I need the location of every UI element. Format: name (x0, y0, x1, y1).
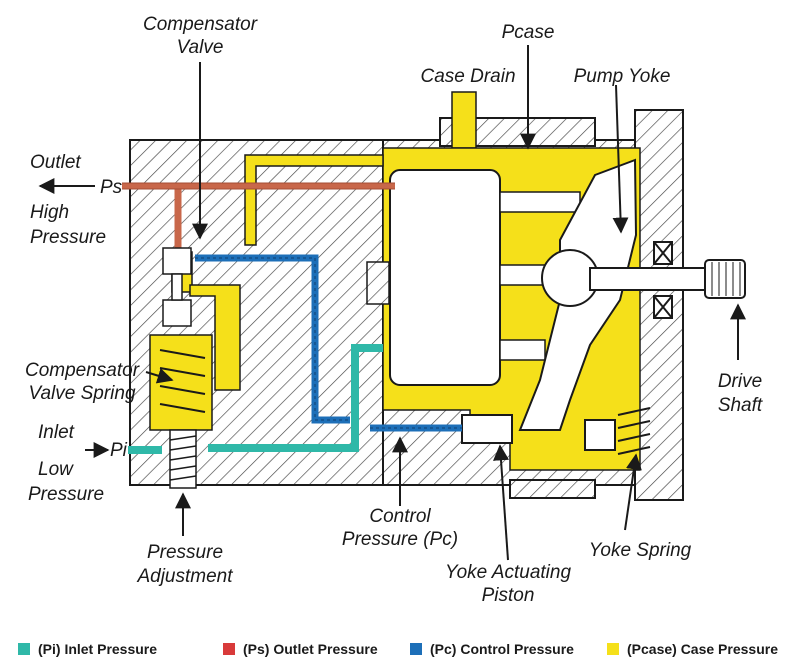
legend-item-inlet: (Pi) Inlet Pressure (18, 641, 157, 657)
label-pressure-high: Pressure (30, 227, 106, 248)
label-pump-yoke: Pump Yoke (574, 66, 671, 87)
label-compensator-spring-2: Valve Spring (28, 383, 135, 404)
label-low: Low (38, 459, 74, 480)
legend-swatch-inlet (18, 643, 30, 655)
label-compensator-valve-2: Valve (177, 37, 224, 58)
yoke-actuating-piston (461, 414, 513, 444)
compensator-valve-spool (162, 247, 192, 327)
legend-label-outlet: (Ps) Outlet Pressure (243, 641, 378, 657)
legend-swatch-control (410, 643, 422, 655)
legend: (Pi) Inlet Pressure (Ps) Outlet Pressure… (18, 641, 778, 657)
legend-label-control: (Pc) Control Pressure (430, 641, 574, 657)
valve-plate-plug (366, 261, 390, 305)
label-pressure-low: Pressure (28, 484, 104, 505)
cylinder-barrel (389, 169, 501, 386)
compensator-valve-spring (159, 349, 206, 413)
label-high: High (30, 202, 69, 223)
shaft-bearings (653, 241, 673, 319)
pump-pistons (499, 191, 581, 361)
label-compensator-valve-1: Compensator (143, 14, 258, 35)
label-control-2: Pressure (Pc) (342, 529, 458, 550)
label-compensator-spring-1: Compensator (25, 360, 140, 381)
pressure-adjustment-screw (169, 429, 197, 489)
label-outlet: Outlet (30, 152, 81, 173)
legend-label-inlet: (Pi) Inlet Pressure (38, 641, 157, 657)
legend-item-case: (Pcase) Case Pressure (607, 641, 778, 657)
label-pi: Pi (110, 440, 128, 461)
drive-shaft (589, 267, 711, 291)
legend-swatch-case (607, 643, 619, 655)
label-pressure-adjustment-2: Adjustment (136, 566, 233, 587)
shaft-spline (704, 259, 746, 299)
legend-swatch-outlet (223, 643, 235, 655)
label-case-drain: Case Drain (420, 66, 515, 87)
label-pressure-adjustment-1: Pressure (147, 542, 223, 563)
legend-item-control: (Pc) Control Pressure (410, 641, 574, 657)
outlet-pressure-line (122, 182, 395, 250)
label-yoke-piston-2: Piston (482, 585, 535, 606)
legend-label-case: (Pcase) Case Pressure (627, 641, 778, 657)
label-inlet: Inlet (38, 422, 75, 443)
inlet-pressure-line (128, 344, 383, 454)
label-ps: Ps (100, 177, 123, 198)
legend-item-outlet: (Ps) Outlet Pressure (223, 641, 378, 657)
label-control-1: Control (369, 506, 431, 527)
label-drive-2: Shaft (718, 395, 763, 416)
annotation-arrows (38, 45, 746, 561)
label-pcase: Pcase (502, 22, 555, 43)
label-drive-1: Drive (718, 371, 762, 392)
yoke-spring (584, 407, 651, 455)
label-yoke-spring: Yoke Spring (589, 540, 692, 561)
label-yoke-piston-1: Yoke Actuating (445, 562, 571, 583)
